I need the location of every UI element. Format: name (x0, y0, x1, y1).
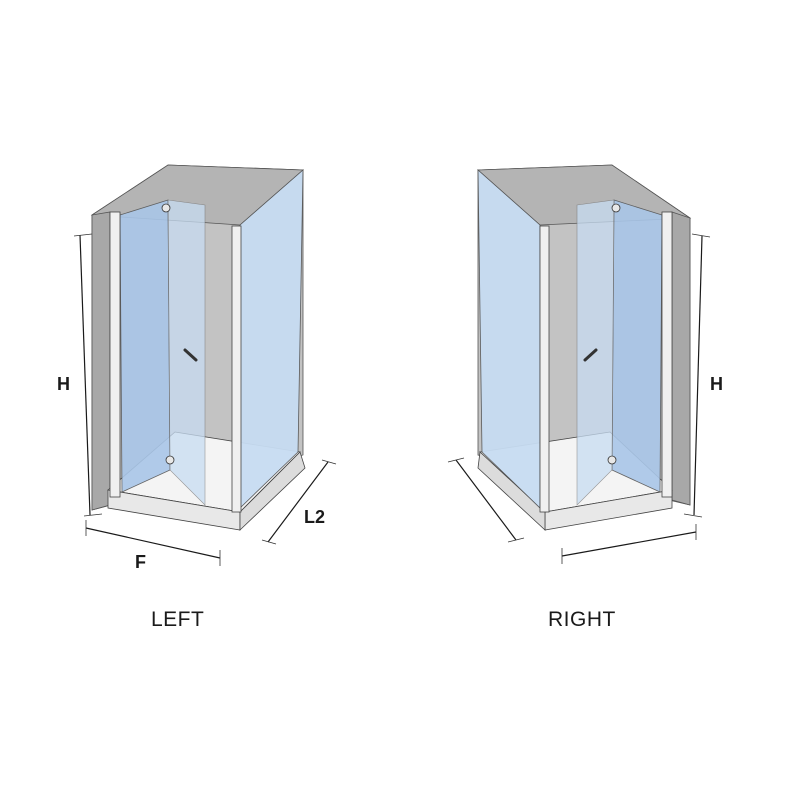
left-side-wall (91, 211, 111, 511)
right-wall-profile (661, 211, 673, 498)
right-enclosure: H RIGHT (447, 164, 723, 631)
left-front-dimension-line (85, 527, 221, 559)
left-top-hinge-icon (161, 203, 171, 213)
left-bottom-hinge-icon (165, 455, 175, 465)
left-caption: LEFT (151, 608, 204, 631)
left-enclosure: H F L2 LEFT (57, 164, 337, 631)
right-front-dimension-line (561, 531, 697, 557)
left-wall-profile (109, 211, 121, 498)
right-side-wall (671, 211, 691, 506)
left-side-dimension-line (267, 461, 329, 543)
right-door-swing-panel (576, 199, 615, 506)
right-door-glass-panel (611, 199, 663, 493)
left-door-glass-panel (119, 199, 171, 493)
right-front-profile (539, 225, 550, 513)
left-tray-side (239, 451, 306, 531)
right-side-glass-panel (477, 169, 541, 509)
left-front-label: F (135, 552, 146, 572)
right-bottom-hinge-icon (607, 455, 617, 465)
left-door-handle-icon (183, 348, 198, 362)
right-height-dimension-line (693, 235, 703, 516)
right-top-hinge-icon (611, 203, 621, 213)
right-side-dimension-line (455, 459, 517, 541)
left-front-profile (231, 225, 242, 513)
left-height-dimension-line (79, 234, 91, 516)
right-caption: RIGHT (548, 608, 616, 631)
left-height-label: H (57, 374, 70, 394)
left-side-label: L2 (304, 507, 325, 527)
right-height-label: H (710, 374, 723, 394)
right-door-handle-icon (583, 348, 598, 362)
